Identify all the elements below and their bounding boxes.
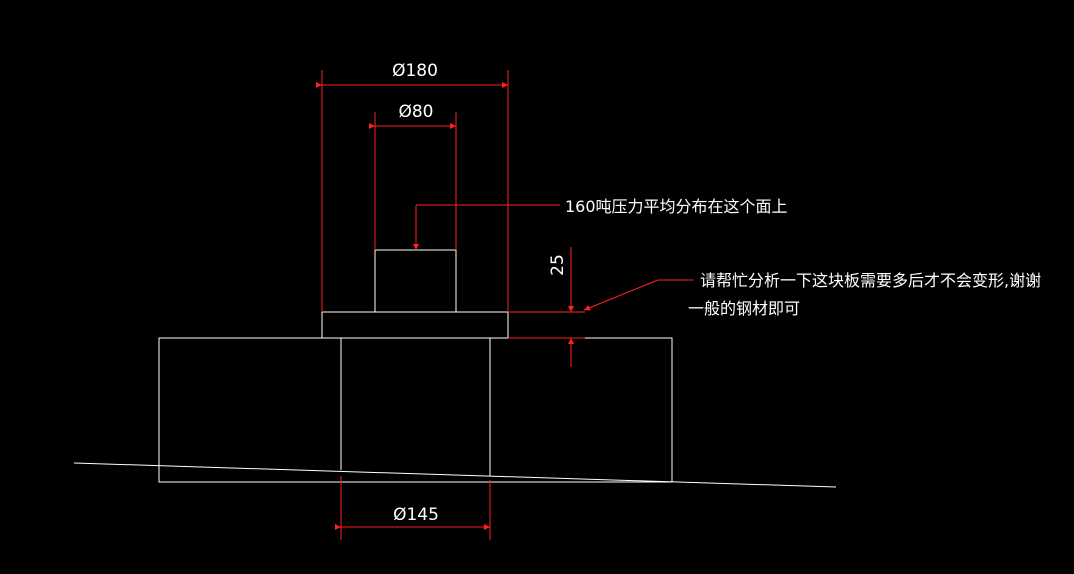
dim-top-diameter-label: Ø180 (392, 61, 438, 81)
dim-inner-diameter (369, 112, 457, 250)
base-block (158, 337, 673, 483)
question-note-line1: 请帮忙分析一下这块板需要多后才不会变形,谢谢 (700, 271, 1041, 290)
ground-line (73, 462, 837, 488)
dim-inner-diameter-label: Ø80 (398, 102, 433, 122)
plate (321, 311, 509, 339)
question-leader (583, 279, 694, 311)
dim-bottom-diameter (335, 476, 491, 540)
load-note: 160吨压力平均分布在这个面上 (565, 197, 788, 216)
load-leader (413, 204, 560, 250)
question-note-line2: 一般的钢材即可 (688, 299, 800, 318)
dim-plate-thickness-label: 25 (548, 254, 568, 276)
load-block (374, 249, 457, 313)
dim-bottom-diameter-label: Ø145 (393, 505, 439, 525)
dim-top-diameter (316, 70, 509, 312)
dim-plate-thickness (508, 247, 585, 367)
